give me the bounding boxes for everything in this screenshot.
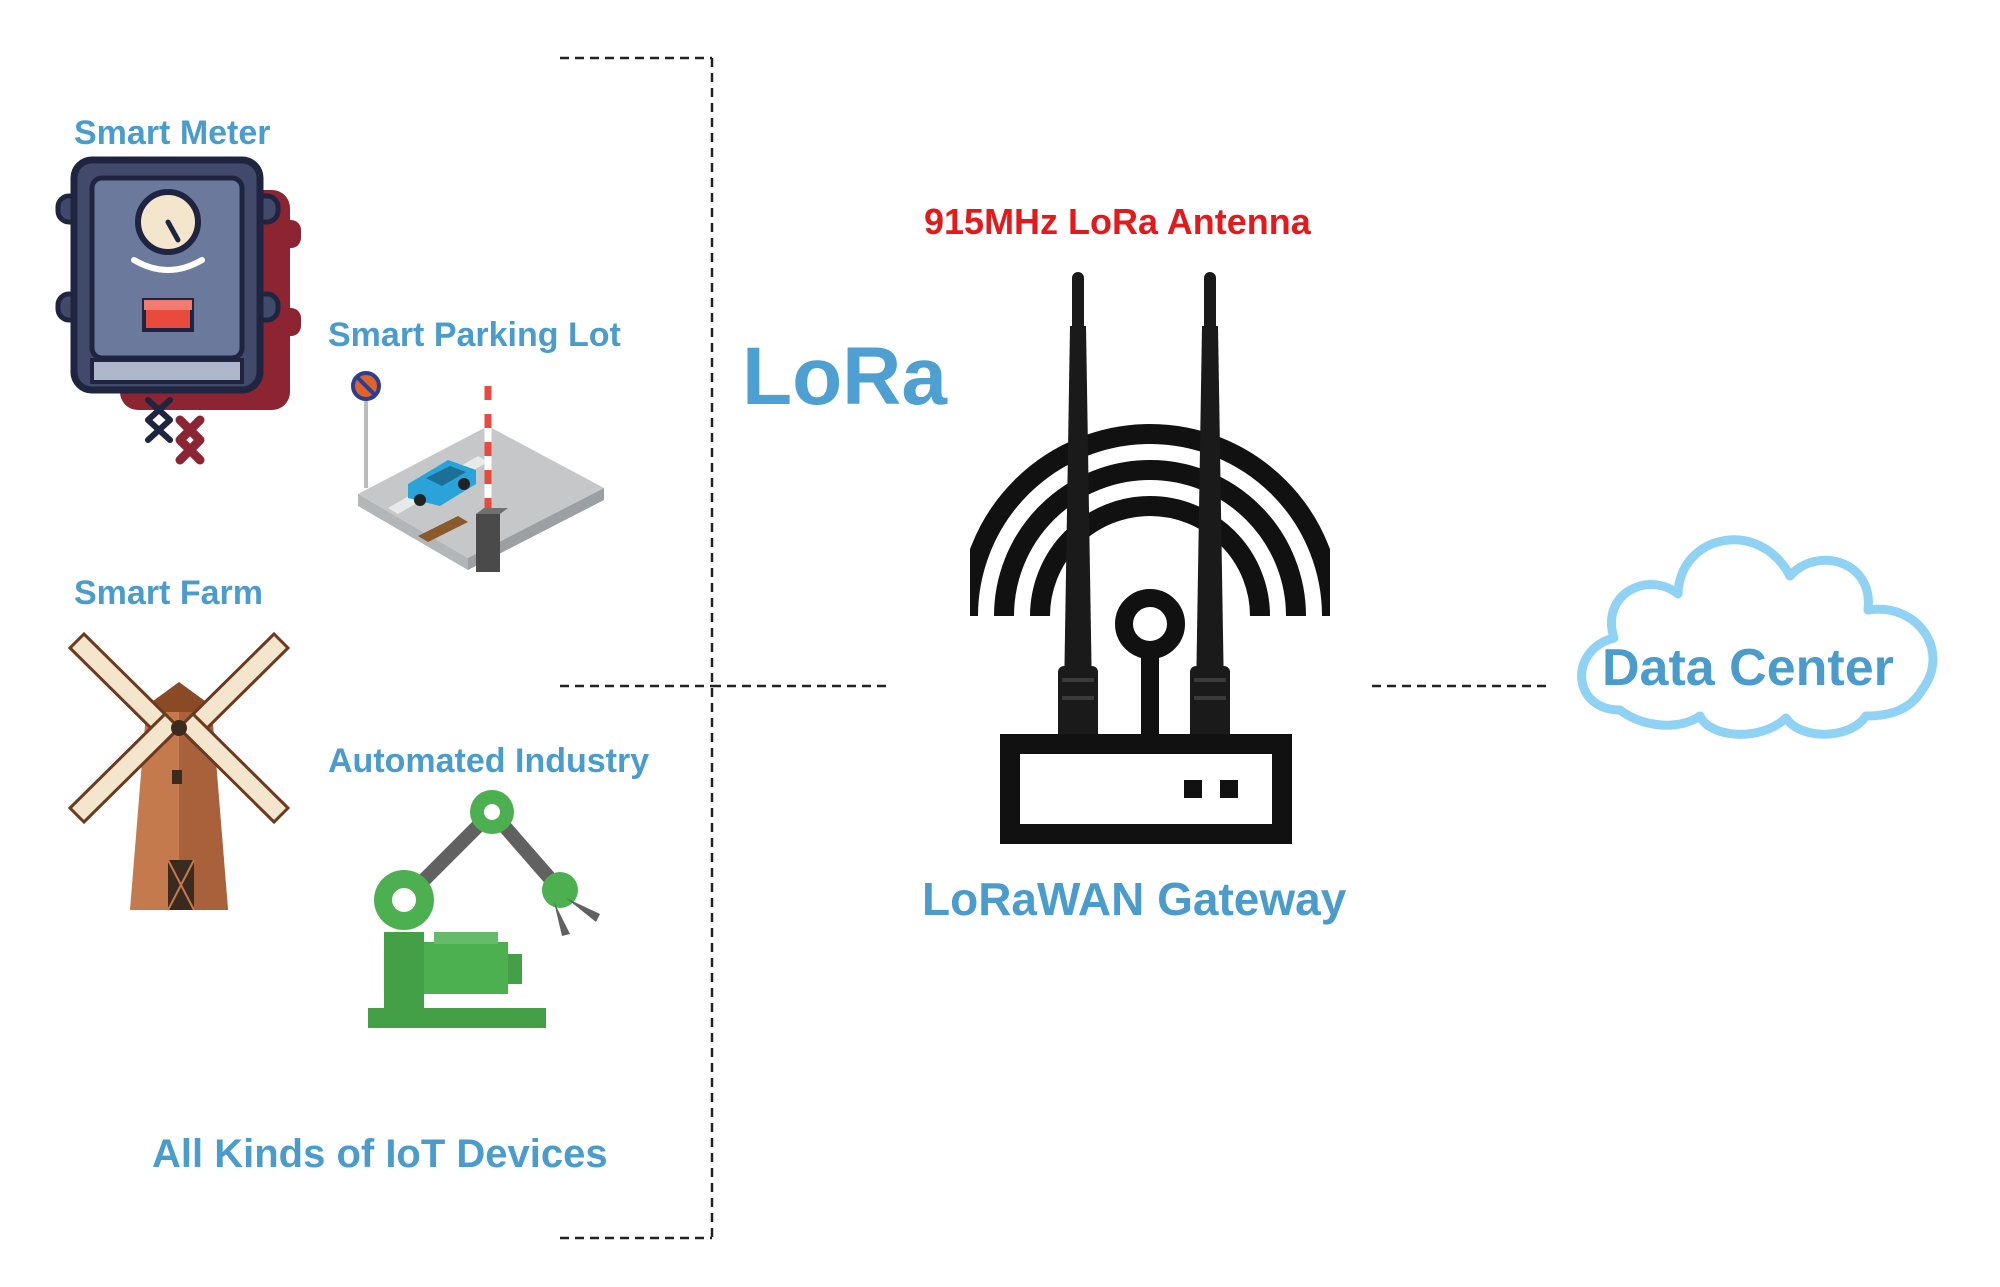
gateway-label: LoRaWAN Gateway [922, 873, 1347, 925]
parking-barrier-icon [351, 371, 604, 572]
windmill-icon [67, 631, 291, 911]
robot-arm-icon [368, 790, 600, 1028]
data-center-label: Data Center [1602, 639, 1894, 697]
router-antenna-icon [970, 272, 1330, 844]
devices-caption: All Kinds of IoT Devices [152, 1132, 608, 1176]
cloud-icon [1577, 535, 1938, 739]
smart-parking-label: Smart Parking Lot [328, 316, 621, 354]
antenna-label: 915MHz LoRa Antenna [924, 201, 1311, 242]
electric-meter-icon [55, 156, 301, 465]
protocol-label: LoRa [742, 331, 947, 422]
automated-industry-label: Automated Industry [328, 742, 650, 780]
smart-meter-label: Smart Meter [74, 114, 271, 152]
smart-farm-label: Smart Farm [74, 574, 263, 612]
